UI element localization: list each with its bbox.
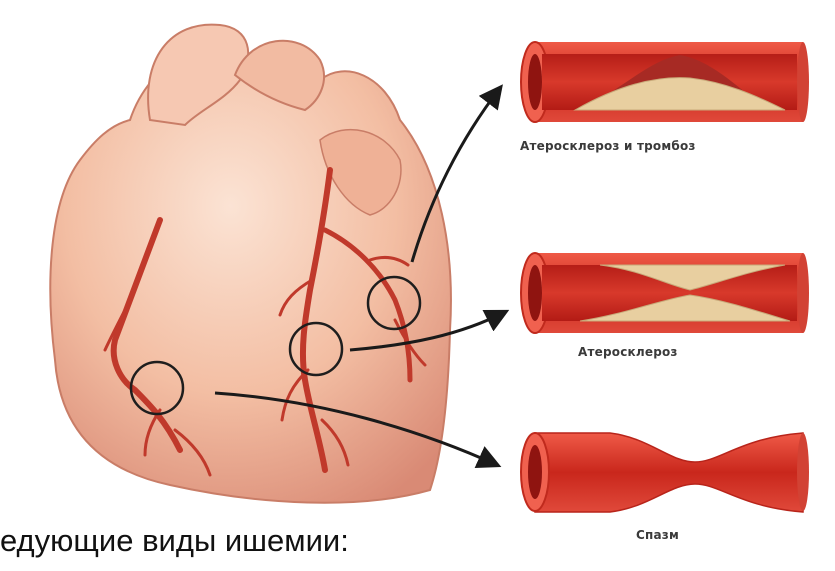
heart-illustration xyxy=(50,25,451,503)
caption-atherosclerosis: Атеросклероз xyxy=(578,345,678,359)
heart-body xyxy=(50,47,451,503)
vessel-spasm xyxy=(521,433,809,512)
caption-atherosclerosis-thrombosis: Атеросклероз и тромбоз xyxy=(520,139,696,153)
vessel-atherosclerosis xyxy=(521,253,809,333)
slide-text-ischemia-types: едующие виды ишемии: xyxy=(0,523,355,561)
vessel-atherosclerosis-thrombosis xyxy=(521,42,809,122)
caption-spasm: Спазм xyxy=(636,528,679,542)
